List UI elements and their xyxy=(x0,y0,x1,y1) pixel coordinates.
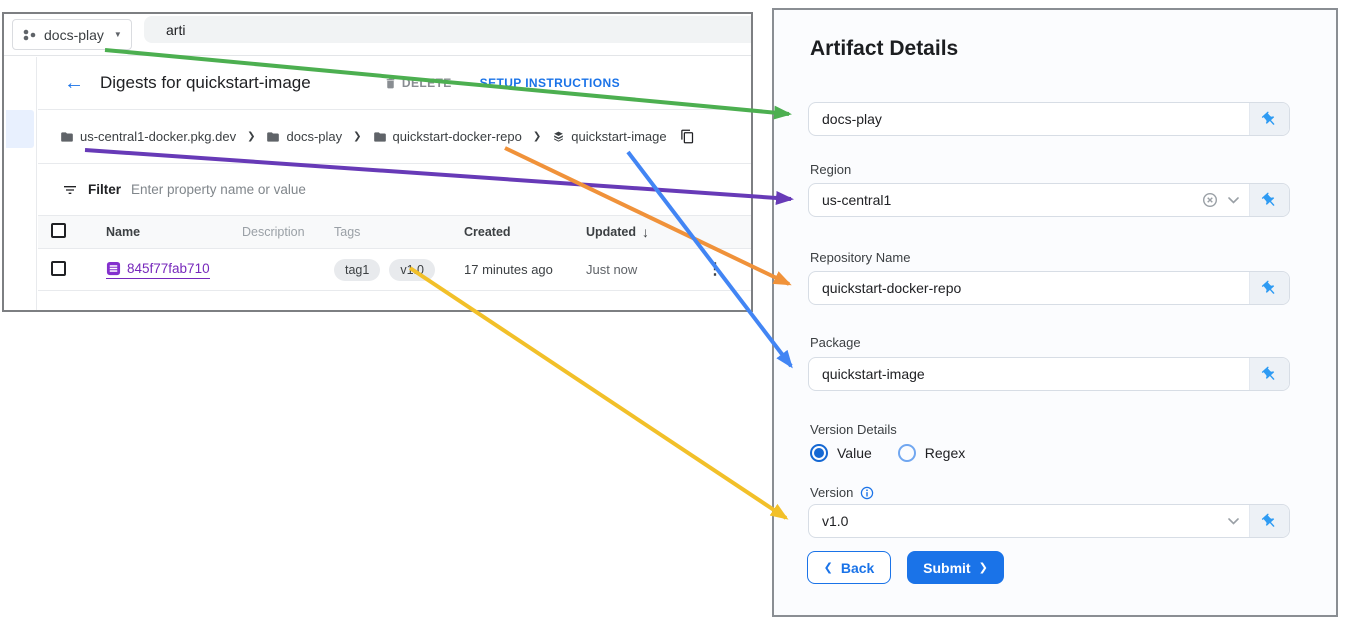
pin-button[interactable] xyxy=(1249,505,1289,537)
pin-icon xyxy=(1261,280,1275,294)
column-header-tags[interactable]: Tags xyxy=(334,225,361,239)
repository-label: Repository Name xyxy=(810,250,911,265)
table-header: Name Description Tags Created Updated ↓ xyxy=(38,216,751,249)
column-header-created[interactable]: Created xyxy=(464,225,511,239)
artifact-details-panel: Artifact Details docs-play Region us-cen… xyxy=(772,8,1338,617)
project-field: docs-play xyxy=(808,102,1290,136)
chevron-right-icon: ❯ xyxy=(978,562,988,574)
folder-icon xyxy=(266,131,280,143)
clear-icon[interactable] xyxy=(1202,192,1218,208)
chevron-down-icon[interactable] xyxy=(1228,517,1239,525)
pin-button[interactable] xyxy=(1249,358,1289,390)
pin-button[interactable] xyxy=(1249,184,1289,216)
row-created: 17 minutes ago xyxy=(464,262,553,277)
pin-button[interactable] xyxy=(1249,103,1289,135)
info-icon[interactable] xyxy=(860,486,874,500)
version-label-row: Version xyxy=(810,485,874,500)
project-selector[interactable]: docs-play ▼ xyxy=(12,19,132,50)
copy-icon[interactable] xyxy=(680,129,695,144)
project-picker-icon xyxy=(22,28,36,42)
console-body: ← Digests for quickstart-image DELETE SE… xyxy=(4,57,751,310)
filter-label: Filter xyxy=(88,182,122,197)
digest-link[interactable]: 845f77fab710 xyxy=(106,261,210,279)
folder-icon xyxy=(373,131,387,143)
search-bar xyxy=(144,16,751,43)
radio-unselected-icon xyxy=(897,444,916,462)
delete-button[interactable]: DELETE xyxy=(384,76,452,90)
row-checkbox[interactable] xyxy=(51,260,66,276)
pin-icon xyxy=(1261,192,1275,206)
project-selector-label: docs-play xyxy=(44,26,104,43)
table-row: 845f77fab710 tag1 v1.0 17 minutes ago Ju… xyxy=(38,249,751,291)
region-field: us-central1 xyxy=(808,183,1290,217)
back-button-label: Back xyxy=(840,559,875,576)
tag-chip[interactable]: v1.0 xyxy=(389,258,435,281)
radio-option-value[interactable]: Value xyxy=(810,444,872,462)
nav-strip xyxy=(4,57,37,310)
repository-field-value[interactable]: quickstart-docker-repo xyxy=(822,280,962,296)
submit-button[interactable]: Submit ❯ xyxy=(907,551,1004,584)
page-title: Digests for quickstart-image xyxy=(100,73,311,92)
breadcrumb-separator-icon: ❯ xyxy=(532,131,542,142)
back-button[interactable]: ❮ Back xyxy=(807,551,891,584)
search-input[interactable] xyxy=(144,21,751,38)
form-title: Artifact Details xyxy=(810,37,959,60)
setup-instructions-label: SETUP INSTRUCTIONS xyxy=(479,76,620,90)
trash-icon xyxy=(384,77,397,90)
column-header-description[interactable]: Description xyxy=(242,225,305,239)
setup-instructions-button[interactable]: SETUP INSTRUCTIONS xyxy=(480,76,620,90)
project-field-value[interactable]: docs-play xyxy=(822,111,882,127)
digest-name: 845f77fab710 xyxy=(127,260,210,276)
dropdown-caret-icon: ▼ xyxy=(113,30,122,39)
page-header: ← Digests for quickstart-image DELETE SE… xyxy=(38,57,751,110)
column-header-updated[interactable]: Updated ↓ xyxy=(586,224,649,240)
sort-desc-icon: ↓ xyxy=(642,224,649,240)
package-field: quickstart-image xyxy=(808,357,1290,391)
repository-field: quickstart-docker-repo xyxy=(808,271,1290,305)
breadcrumb-item-repository[interactable]: quickstart-docker-repo xyxy=(373,129,522,144)
pin-icon xyxy=(1261,513,1275,527)
region-field-value[interactable]: us-central1 xyxy=(822,192,892,208)
radio-option-regex[interactable]: Regex xyxy=(897,444,965,462)
pin-button[interactable] xyxy=(1249,272,1289,304)
column-header-name[interactable]: Name xyxy=(106,225,141,239)
breadcrumb-item-project[interactable]: docs-play xyxy=(266,129,342,144)
filter-input[interactable] xyxy=(131,182,751,197)
chevron-down-icon[interactable] xyxy=(1228,196,1239,204)
version-details-radio-group: Value Regex xyxy=(810,444,965,462)
radio-selected-icon xyxy=(810,444,828,462)
console-topbar: docs-play ▼ xyxy=(4,14,751,56)
breadcrumb-item-package[interactable]: quickstart-image xyxy=(552,129,667,144)
package-field-value[interactable]: quickstart-image xyxy=(822,366,925,382)
pin-icon xyxy=(1261,366,1275,380)
version-field: v1.0 xyxy=(808,504,1290,538)
select-all-checkbox[interactable] xyxy=(51,223,66,238)
folder-icon xyxy=(60,131,74,143)
row-updated: Just now xyxy=(586,262,638,277)
chevron-left-icon: ❮ xyxy=(823,562,833,574)
container-image-icon xyxy=(552,130,565,143)
filter-icon xyxy=(62,182,78,198)
tag-chip[interactable]: tag1 xyxy=(334,258,381,281)
package-label: Package xyxy=(810,335,861,350)
digest-icon xyxy=(106,261,121,276)
delete-button-label: DELETE xyxy=(401,76,452,90)
nav-strip-selected-item[interactable] xyxy=(6,110,34,148)
region-label: Region xyxy=(810,162,852,177)
console-screenshot: docs-play ▼ ← Digests for quickstart-ima… xyxy=(2,12,753,312)
version-field-value[interactable]: v1.0 xyxy=(822,513,849,529)
breadcrumb-item-host[interactable]: us-central1-docker.pkg.dev xyxy=(60,129,236,144)
version-details-label: Version Details xyxy=(810,422,897,437)
breadcrumb-separator-icon: ❯ xyxy=(247,131,256,142)
version-label: Version xyxy=(810,485,854,500)
breadcrumb-separator-icon: ❯ xyxy=(353,131,362,142)
row-more-menu-icon[interactable]: ⋮ xyxy=(701,260,729,280)
breadcrumb: us-central1-docker.pkg.dev ❯ docs-play ❯ xyxy=(38,110,751,164)
submit-button-label: Submit xyxy=(923,559,971,576)
pin-icon xyxy=(1261,111,1275,125)
filter-bar: Filter xyxy=(38,164,751,216)
back-arrow-icon[interactable]: ← xyxy=(64,72,84,94)
